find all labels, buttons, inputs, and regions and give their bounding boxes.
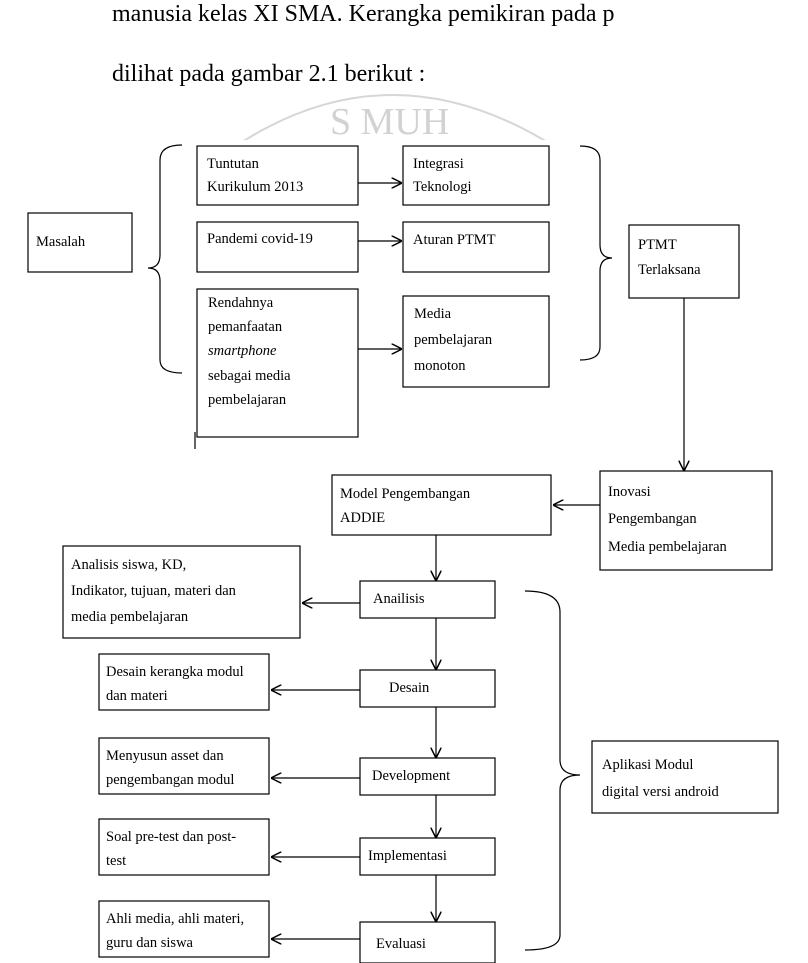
box-pandemi (196, 221, 359, 273)
label-development-note-2: pengembangan modul (106, 772, 234, 788)
box-desain (359, 669, 496, 708)
box-implementasi (359, 837, 496, 876)
label-desain: Desain (389, 680, 430, 696)
brace-right-bottom (524, 590, 581, 951)
label-development-note-1: Menyusun asset dan (106, 748, 224, 764)
watermark-text: S MUH (330, 101, 449, 140)
label-inovasi-1: Inovasi (608, 484, 651, 500)
box-model-addie (331, 474, 552, 536)
label-rendahnya-1: Rendahnya (208, 295, 274, 311)
label-media-monoton-3: monoton (414, 358, 466, 374)
label-analisis: Anailisis (373, 591, 425, 607)
label-inovasi-3: Media pembelajaran (608, 539, 728, 555)
box-aturan (402, 221, 550, 273)
box-tuntutan (196, 145, 359, 206)
label-masalah: Masalah (36, 234, 86, 250)
box-desain-note (98, 653, 270, 711)
label-evaluasi-note-1: Ahli media, ahli materi, (106, 911, 244, 927)
box-development (359, 757, 496, 796)
label-implementasi-note-1: Soal pre-test dan post- (106, 829, 236, 845)
label-media-monoton-1: Media (414, 306, 452, 322)
label-integrasi-2: Teknologi (413, 179, 472, 195)
label-integrasi-1: Integrasi (413, 156, 464, 172)
watermark-logo: S MUH (243, 94, 546, 140)
box-ptmt (628, 224, 740, 299)
label-desain-note-2: dan materi (106, 688, 168, 704)
label-evaluasi: Evaluasi (376, 936, 426, 952)
watermark-arc (243, 94, 546, 140)
label-model-1: Model Pengembangan (340, 486, 471, 502)
box-rendahnya (196, 288, 359, 438)
label-pandemi: Pandemi covid-19 (207, 231, 313, 247)
label-implementasi-note-2: test (106, 853, 126, 869)
box-masalah (27, 212, 133, 273)
label-rendahnya-2: pemanfaatan (208, 319, 283, 335)
label-aplikasi-2: digital versi android (602, 784, 720, 800)
label-development: Development (372, 768, 450, 784)
label-desain-note-1: Desain kerangka modul (106, 664, 244, 680)
label-implementasi: Implementasi (368, 848, 447, 864)
label-inovasi-2: Pengembangan (608, 511, 697, 527)
box-aplikasi (591, 740, 779, 814)
label-media-monoton-2: pembelajaran (414, 332, 493, 348)
label-analisis-note-1: Analisis siswa, KD, (71, 557, 186, 573)
label-rendahnya-3: smartphone (208, 343, 277, 359)
box-implementasi-note (98, 818, 270, 876)
box-evaluasi-note (98, 900, 270, 958)
body-text-line-1: manusia kelas XI SMA. Kerangka pemikiran… (112, 1, 615, 27)
box-analisis (359, 580, 496, 619)
body-text-line-2: dilihat pada gambar 2.1 berikut : (112, 61, 426, 87)
brace-right-top (579, 145, 613, 361)
label-analisis-note-3: media pembelajaran (71, 609, 189, 625)
label-rendahnya-5: pembelajaran (208, 392, 287, 408)
label-ptmt-1: PTMT (638, 237, 677, 253)
label-tuntutan-1: Tuntutan (207, 156, 260, 172)
label-aplikasi-1: Aplikasi Modul (602, 757, 693, 773)
box-media-monoton (402, 295, 550, 388)
label-model-2: ADDIE (340, 510, 385, 526)
label-analisis-note-2: Indikator, tujuan, materi dan (71, 583, 237, 599)
box-inovasi (599, 470, 773, 571)
label-rendahnya-4: sebagai media (208, 368, 291, 384)
label-ptmt-2: Terlaksana (638, 262, 701, 278)
box-development-note (98, 737, 270, 795)
label-aturan: Aturan PTMT (413, 232, 496, 248)
box-integrasi (402, 145, 550, 206)
brace-left (147, 144, 183, 374)
label-tuntutan-2: Kurikulum 2013 (207, 179, 303, 195)
box-evaluasi (359, 921, 496, 963)
label-evaluasi-note-2: guru dan siswa (106, 935, 194, 951)
box-analisis-note (62, 545, 301, 639)
